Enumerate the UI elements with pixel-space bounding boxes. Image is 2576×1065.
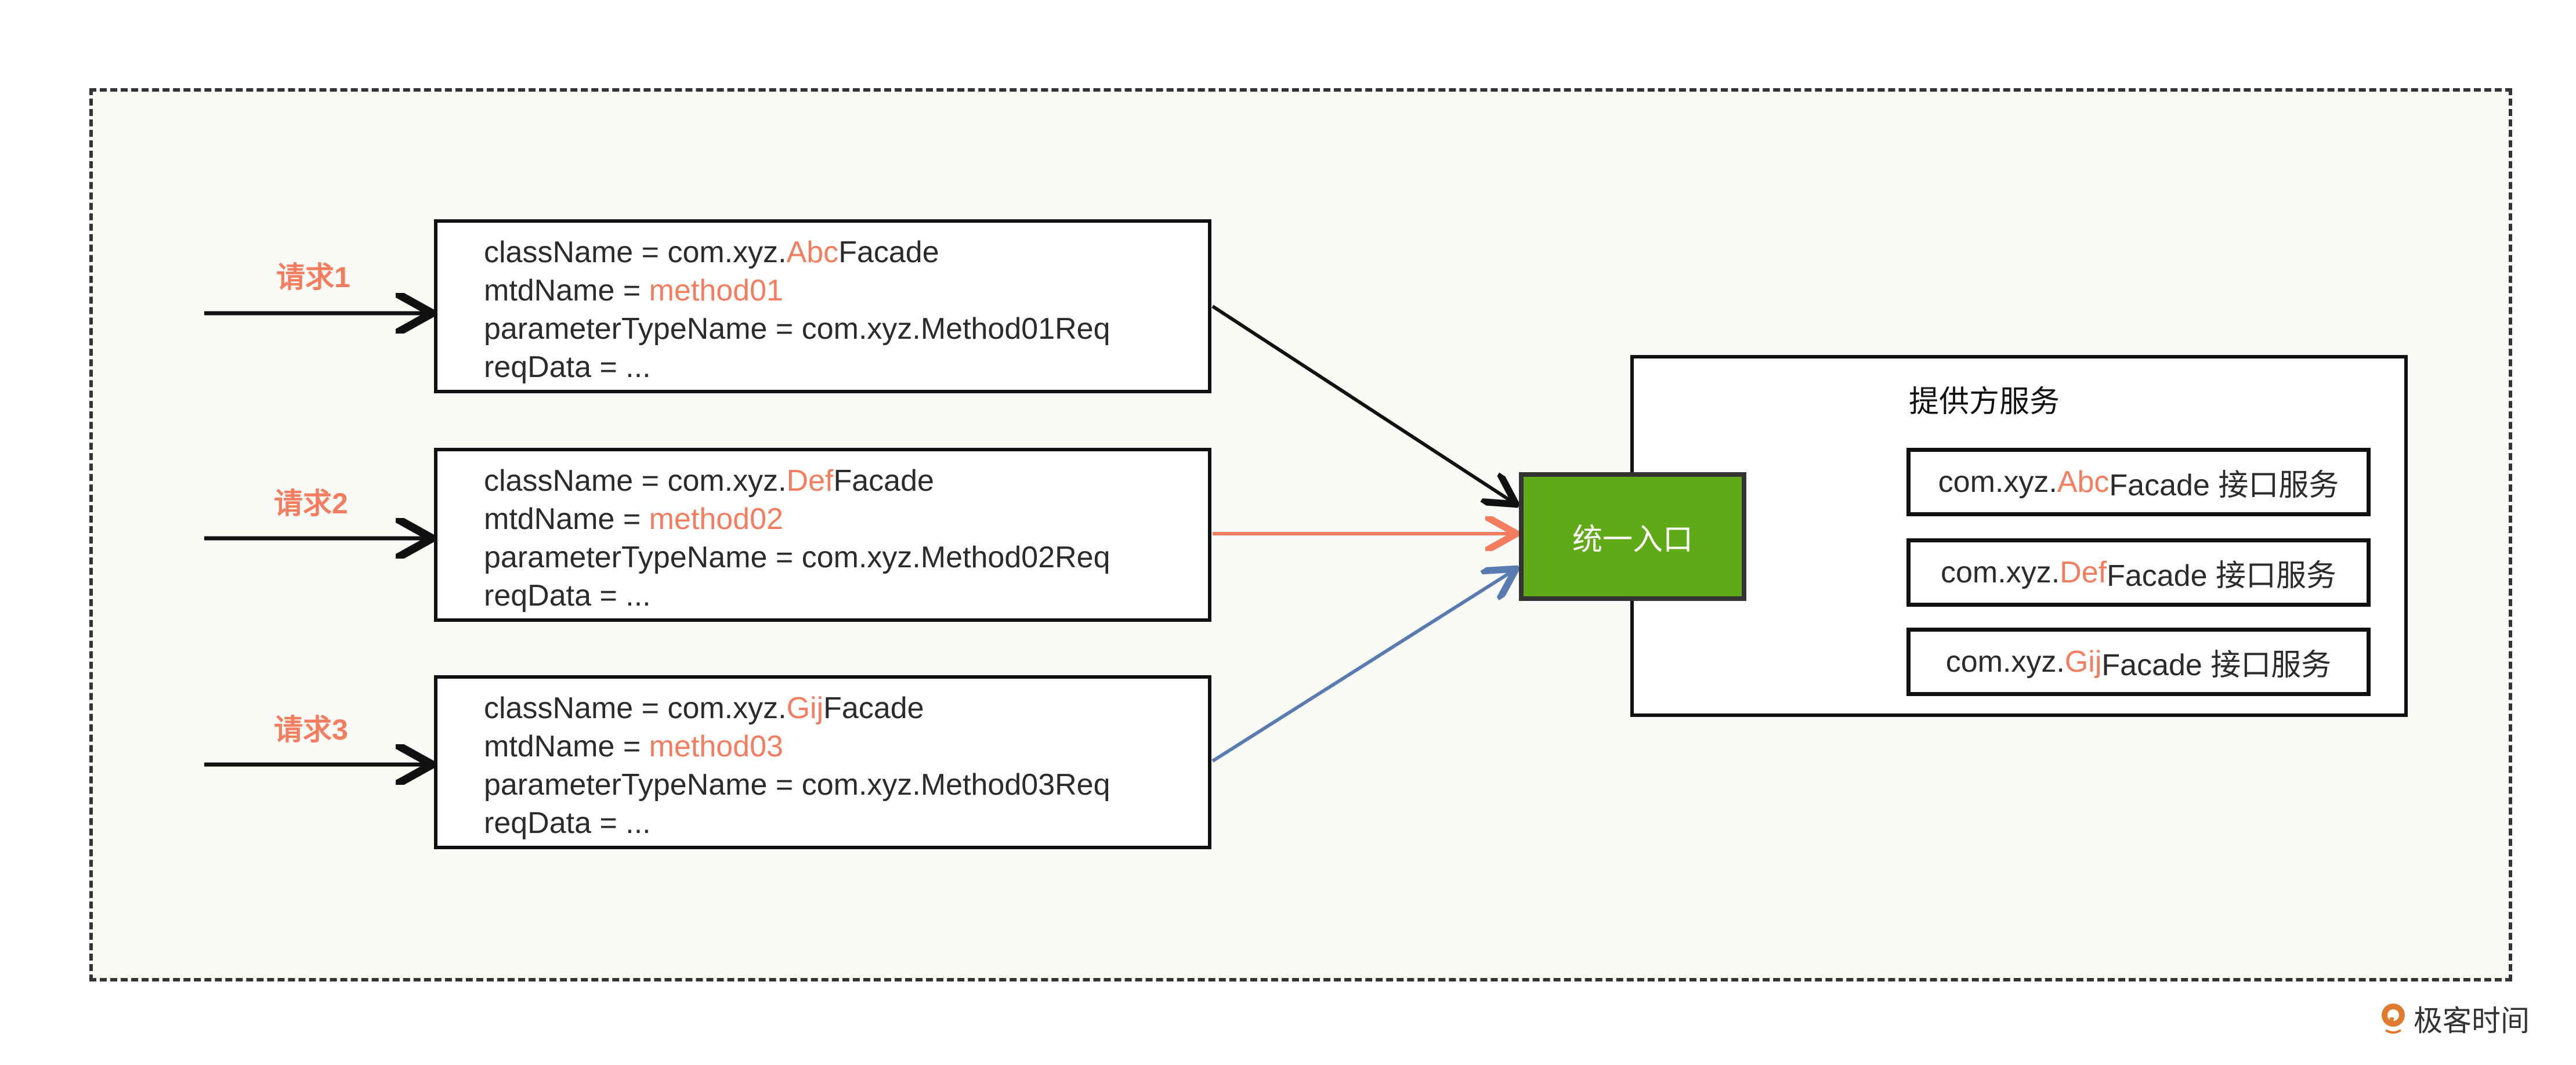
request1-label: 请求1 — [276, 261, 350, 294]
mtdname-prefix: mtdName = — [484, 502, 649, 536]
mtdname-prefix: mtdName = — [484, 730, 649, 763]
service-highlight: Def — [2060, 556, 2107, 589]
reqdata-line: reqData = ... — [484, 579, 651, 613]
unified-entry-box: 统一入口 — [1519, 472, 1746, 601]
request3-to-entry-arrow — [1211, 571, 1513, 763]
classname-prefix: className = com.xyz. — [484, 236, 787, 269]
parameter-type-line: parameterTypeName = com.xyz.Method02Req — [484, 541, 1110, 574]
service-prefix: com.xyz. — [1945, 645, 2065, 679]
mtdname-value: method03 — [649, 730, 783, 763]
geektime-logo-text: 极客时间 — [2414, 1005, 2530, 1037]
parameter-type-line: parameterTypeName = com.xyz.Method03Req — [484, 768, 1110, 802]
request2-label: 请求2 — [274, 487, 348, 520]
classname-line: className = com.xyz.GijFacade — [484, 689, 1208, 727]
mtdname-value: method02 — [649, 502, 783, 536]
provider-title: 提供方服务 — [1909, 385, 2060, 419]
classname-suffix: Facade — [833, 464, 934, 498]
classname-prefix: className = com.xyz. — [484, 464, 787, 498]
service-suffix: Facade 接口服务 — [2101, 648, 2332, 682]
unified-entry-label: 统一入口 — [1572, 523, 1693, 557]
request1-box: className = com.xyz.AbcFacade mtdName = … — [434, 219, 1211, 393]
classname-line: className = com.xyz.DefFacade — [484, 462, 1208, 500]
mtdname-line: mtdName = method02 — [484, 500, 1208, 538]
classname-line: className = com.xyz.AbcFacade — [484, 233, 1208, 271]
service-suffix: Facade 接口服务 — [2109, 468, 2339, 502]
parameter-type-line: parameterTypeName = com.xyz.Method01Req — [484, 312, 1110, 346]
geektime-logo-icon — [2382, 1004, 2405, 1034]
classname-prefix: className = com.xyz. — [484, 691, 787, 725]
mtdname-value: method01 — [649, 274, 783, 307]
mtdname-line: mtdName = method01 — [484, 271, 1208, 310]
classname-suffix: Facade — [823, 691, 924, 725]
reqdata-line: reqData = ... — [484, 350, 651, 384]
classname-highlight: Abc — [786, 236, 839, 269]
mtdname-prefix: mtdName = — [484, 274, 649, 307]
request1-to-entry-arrow — [1211, 305, 1513, 502]
reqdata-line: reqData = ... — [484, 806, 651, 840]
service-prefix: com.xyz. — [1938, 465, 2057, 499]
mtdname-line: mtdName = method03 — [484, 727, 1208, 766]
classname-highlight: Gij — [786, 691, 824, 725]
geektime-logo: 极客时间 — [2379, 998, 2530, 1039]
classname-highlight: Def — [786, 464, 834, 498]
service-suffix: Facade 接口服务 — [2107, 559, 2336, 593]
request2-box: className = com.xyz.DefFacade mtdName = … — [434, 448, 1211, 622]
service-highlight: Abc — [2057, 465, 2110, 499]
request3-box: className = com.xyz.GijFacade mtdName = … — [434, 675, 1211, 849]
request3-label: 请求3 — [274, 713, 348, 746]
service-highlight: Gij — [2064, 645, 2102, 679]
classname-suffix: Facade — [838, 236, 939, 269]
service-prefix: com.xyz. — [1941, 556, 2060, 589]
